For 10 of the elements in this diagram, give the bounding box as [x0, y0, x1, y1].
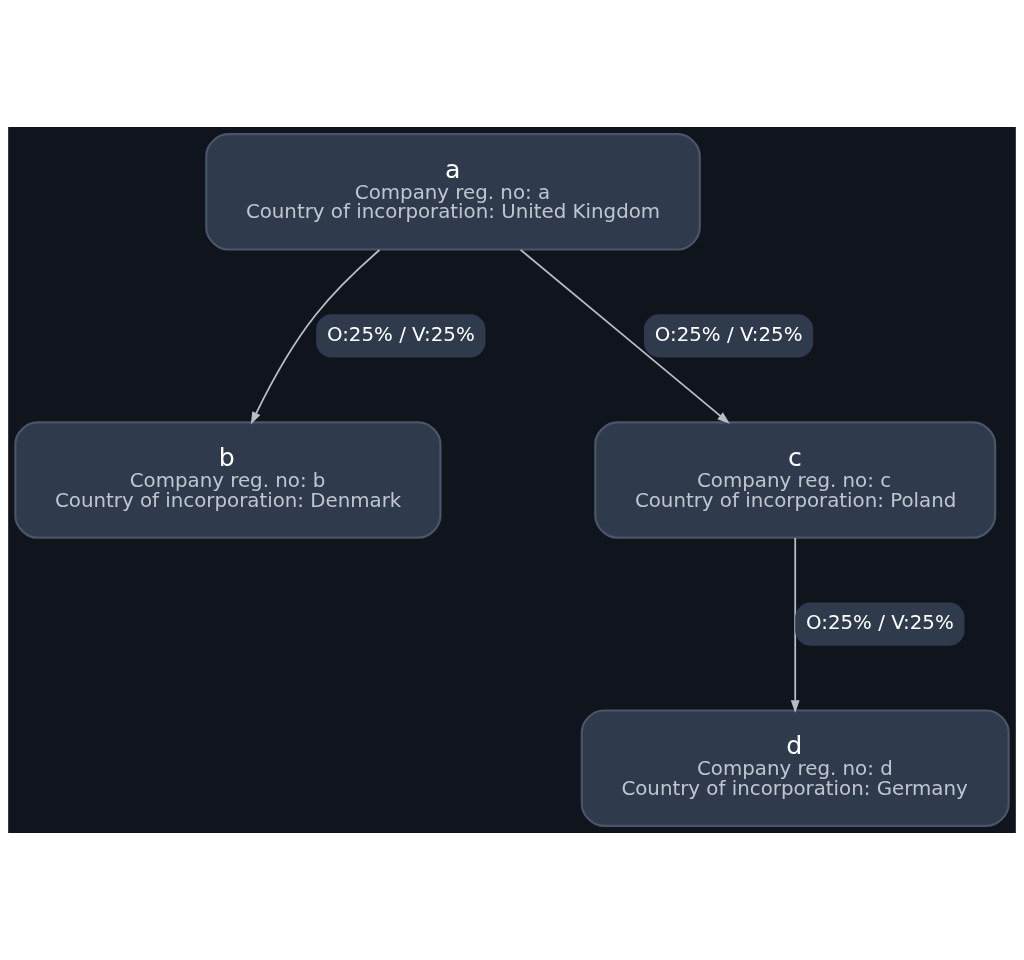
- node-box: b Company reg. no: b Country of incorporation: Denmark: [14, 421, 442, 539]
- edge-label: O:25% / V:25%: [806, 611, 954, 635]
- node-box: c Company reg. no: c Country of incorporation: Poland: [594, 421, 997, 539]
- edge-label: O:25% / V:25%: [326, 322, 475, 346]
- arrow: [519, 248, 730, 424]
- node-box: d Company reg. no: d Country of incorporation: Germany: [580, 709, 1010, 827]
- arrow: [790, 537, 800, 713]
- arrow: [250, 249, 381, 425]
- node-box: a Company reg. no: a Country of incorporation: United Kingdom: [205, 133, 701, 251]
- edge-label: O:25% / V:25%: [654, 322, 803, 346]
